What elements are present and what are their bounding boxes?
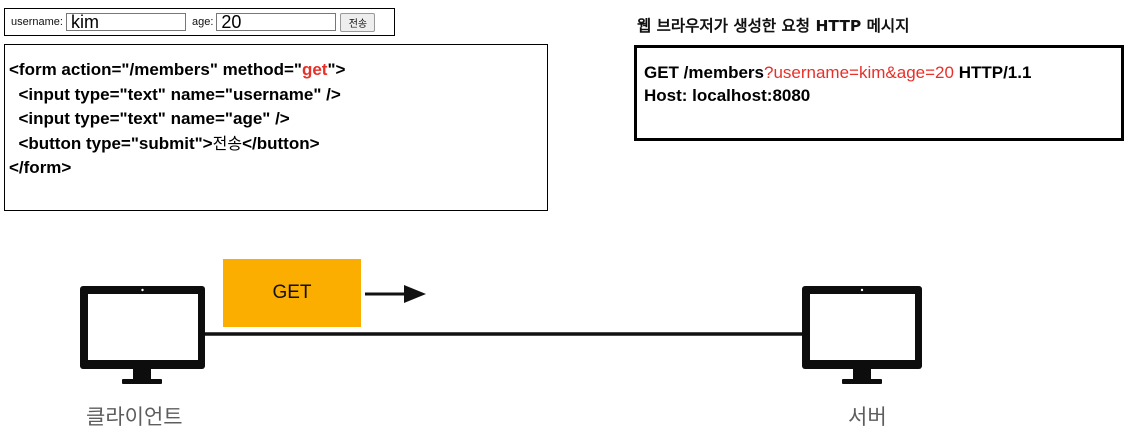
http-query-string: ?username=kim&age=20: [764, 63, 954, 82]
server-label: 서버: [848, 405, 887, 429]
get-request-label: GET: [223, 259, 361, 327]
code-line-1-open: <form action=": [9, 60, 130, 79]
code-line-1-mid: " method=": [209, 60, 302, 79]
code-age-name: age: [233, 109, 263, 128]
code-line-4-open: <button type="submit">: [9, 133, 213, 153]
code-line-5: </form>: [9, 158, 72, 177]
submit-button[interactable]: 전송: [340, 12, 376, 32]
code-line-2-open: <input type="text" name=": [9, 84, 233, 104]
http-message-box: GET /members?username=kim&age=20 HTTP/1.…: [634, 45, 1124, 141]
http-path: /members: [683, 63, 764, 82]
form-preview: username: kim age: 20 전송: [4, 8, 395, 36]
age-label: age:: [191, 16, 214, 28]
username-input[interactable]: kim: [65, 13, 186, 31]
code-method-value: get: [301, 60, 328, 79]
code-line-4-close: </button>: [242, 133, 320, 153]
code-action-value: /members: [129, 60, 210, 79]
code-line-1-close: ">: [327, 60, 346, 79]
server-monitor-icon: [802, 286, 922, 384]
code-username-name: username: [233, 84, 314, 104]
http-message-title: 웹 브라우저가 생성한 요청 HTTP 메시지: [637, 17, 910, 35]
code-line-2-close: " />: [313, 84, 341, 104]
html-source-code: <form action="/members" method="get"> <i…: [4, 44, 548, 211]
client-label: 클라이언트: [86, 405, 183, 429]
arrow-head: [404, 285, 426, 303]
http-method: GET: [644, 63, 684, 82]
age-input[interactable]: 20: [216, 13, 337, 31]
client-monitor-icon: [80, 286, 205, 384]
code-button-text: 전송: [212, 133, 243, 153]
http-host-header: Host: localhost:8080: [644, 86, 811, 105]
code-line-3-open: <input type="text" name=": [9, 109, 233, 128]
http-version: HTTP/1.1: [953, 63, 1032, 82]
username-label: username:: [11, 16, 63, 28]
code-line-3-close: " />: [262, 109, 290, 128]
